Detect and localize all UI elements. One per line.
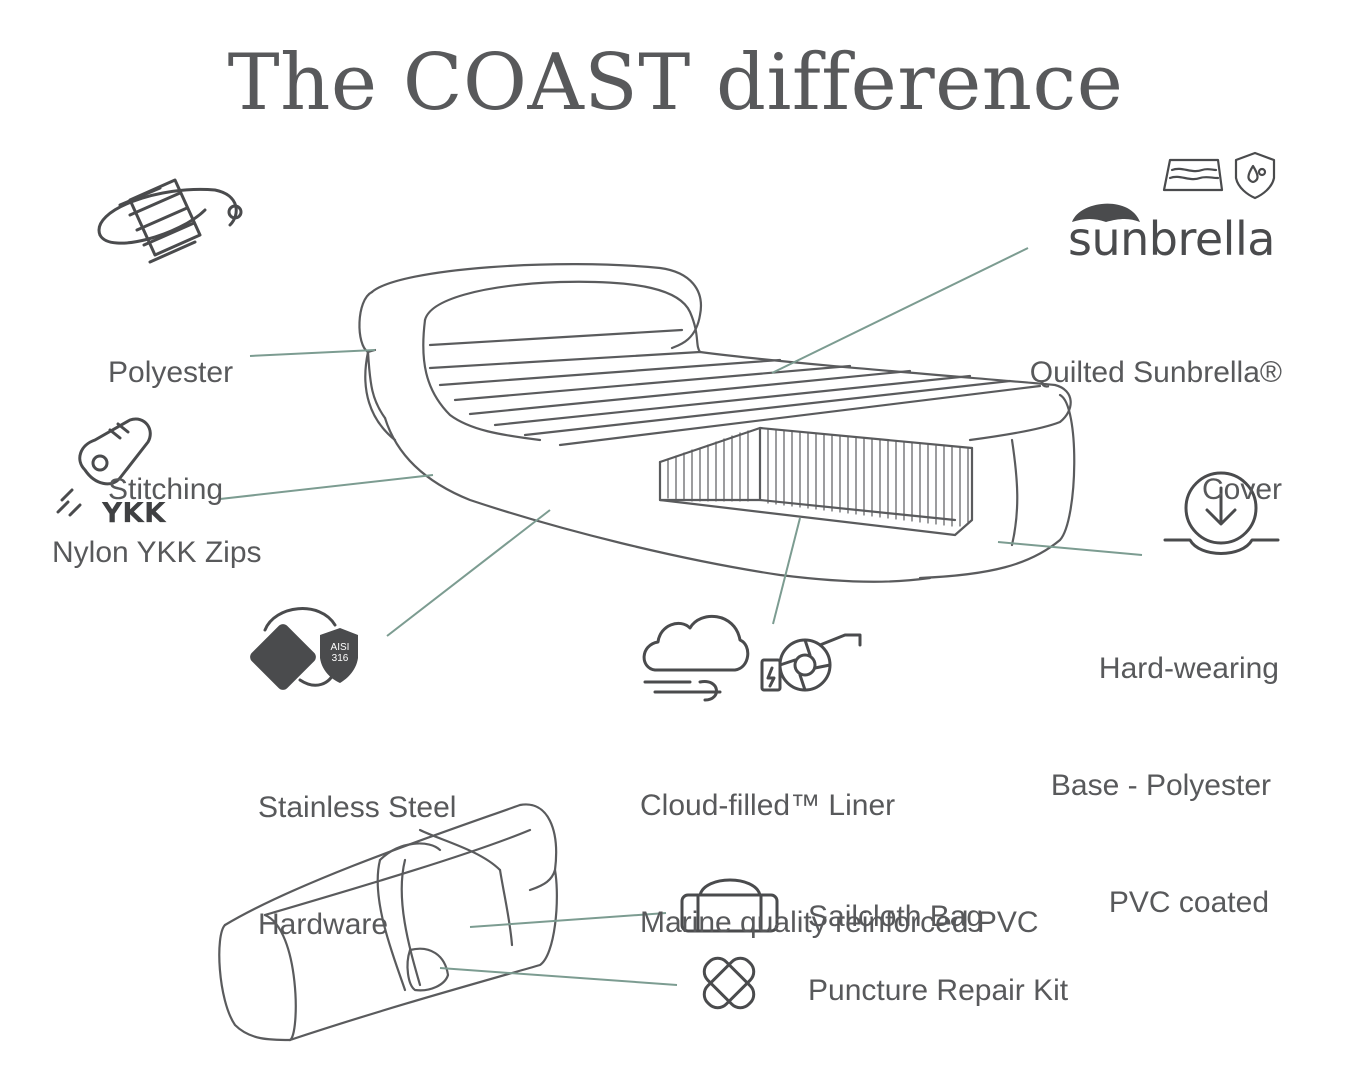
sunbrella-logo: sunbrella (1068, 212, 1275, 266)
base-line3: PVC coated (1108, 886, 1269, 919)
bag-illustration (218, 803, 558, 1042)
page-title: The COAST difference (227, 38, 1124, 128)
repair-kit-label: Puncture Repair Kit (808, 974, 1069, 1007)
thread-spool-icon (97, 178, 243, 264)
cover-line1: Quilted Sunbrella® (1029, 356, 1282, 389)
aisi-badge-line1: AISI (330, 642, 350, 653)
hardware-label: Stainless Steel Hardware (258, 710, 456, 983)
hardware-line1: Stainless Steel (258, 791, 457, 824)
umbrella-icon (1072, 203, 1140, 222)
stitching-label: Polyester Stitching (108, 275, 233, 548)
zips-label: Nylon YKK Zips (52, 536, 262, 569)
mattress-illustration (358, 263, 1076, 583)
mattress-small-icon (1162, 158, 1224, 192)
cloud-icon (642, 614, 750, 702)
electric-pump-icon (760, 633, 862, 692)
liner-line1: Cloud-filled™ Liner (640, 789, 896, 822)
bag-icon (680, 878, 779, 933)
leader-lines (219, 247, 1143, 986)
cutaway-hatching (667, 428, 969, 527)
bandage-icon (702, 956, 756, 1010)
ykk-logo: YKK (102, 496, 166, 529)
base-line1: Hard-wearing (1098, 652, 1279, 685)
aisi-badge-text: AISI 316 (325, 642, 355, 664)
zip-puller-icon (56, 417, 152, 517)
liner-label: Cloud-filled™ Liner Marine quality reinf… (640, 708, 1039, 981)
stitching-line1: Polyester (108, 356, 234, 389)
cover-line2: Cover (1201, 473, 1282, 506)
bag-label: Sailcloth Bag (808, 900, 984, 933)
stitching-line2: Stitching (108, 473, 224, 506)
aisi-shield-icon (320, 628, 358, 683)
base-line2: Base - Polyester (1050, 769, 1271, 802)
base-label: Hard-wearing Base - Polyester PVC coated (1051, 571, 1279, 961)
hardware-line2: Hardware (258, 908, 389, 941)
water-shield-icon (1234, 151, 1276, 200)
liner-line2: Marine quality reinforced PVC (640, 906, 1039, 939)
aisi-badge-line2: 316 (331, 653, 349, 664)
down-arrow-base-icon (1163, 471, 1280, 555)
cover-label: Quilted Sunbrella® Cover (1030, 275, 1282, 548)
